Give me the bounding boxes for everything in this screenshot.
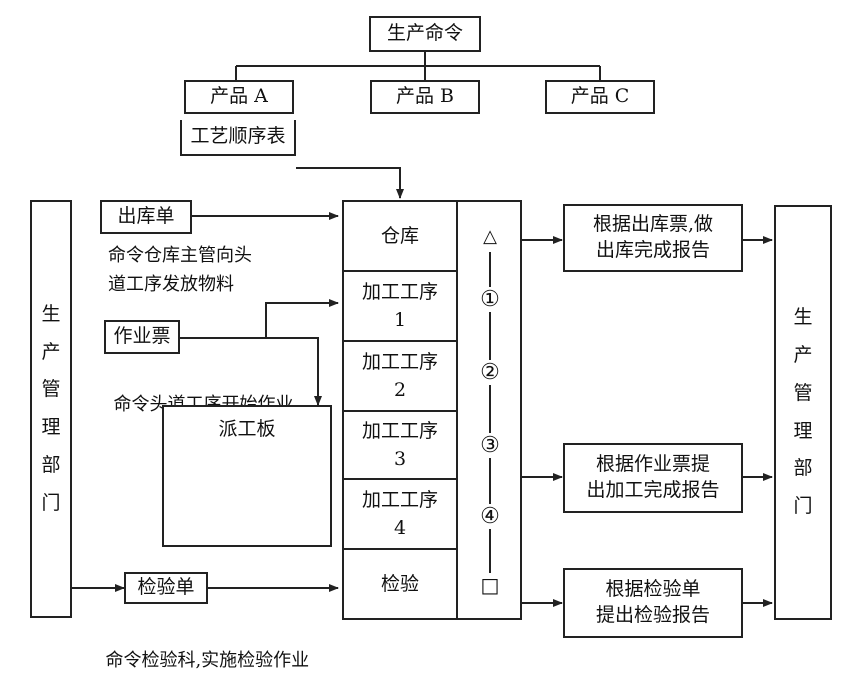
right-dept-char: 管 (793, 381, 813, 404)
inspection-report-box: 根据检验单提出检验报告 (563, 568, 743, 638)
report-line: 出加工完成报告 (586, 479, 720, 501)
right-dept-char: 部 (793, 457, 813, 480)
work-ticket-label: 作业票 (113, 325, 171, 348)
step-2-marker: ② (475, 360, 505, 385)
right-dept-char: 门 (793, 495, 813, 517)
report-line: 根据作业票提 (595, 453, 710, 476)
stage-number: 3 (393, 448, 407, 470)
stage-label: 加工工序 (361, 419, 438, 442)
right-production-dept-box: 生 产 管 理 部 门 (774, 205, 832, 620)
issue-slip-box: 出库单 (100, 200, 192, 234)
stage-label: 加工工序 (361, 280, 438, 303)
step-3-marker: ③ (475, 433, 505, 458)
step-4-marker: ④ (475, 504, 505, 529)
product-c-label: 产品 C (570, 85, 630, 108)
issue-note-line-2: 道工序发放物料 (108, 273, 234, 295)
stage-process-4: 加工工序 4 (344, 480, 456, 550)
left-production-dept-box: 生 产 管 理 部 门 (30, 200, 72, 618)
right-dept-char: 产 (793, 344, 813, 366)
left-dept-char: 门 (41, 491, 61, 514)
right-dept-char: 理 (793, 419, 813, 442)
inspection-slip-note: 命令检验科,实施检验作业 (94, 618, 309, 676)
report-line: 根据检验单 (605, 578, 701, 601)
inspection-note-line: 命令检验科,实施检验作业 (105, 649, 310, 671)
stage-inspection: 检验 (344, 550, 456, 618)
step-1-marker: ① (475, 287, 505, 312)
process-report-box: 根据作业票提出加工完成报告 (563, 443, 743, 513)
report-line: 提出检验报告 (595, 604, 710, 626)
product-c-box: 产品 C (545, 80, 655, 114)
flow-column (456, 200, 522, 620)
product-a-label: 产品 A (210, 85, 268, 108)
dispatch-board-label: 派工板 (218, 418, 276, 440)
right-dept-char: 生 (793, 306, 813, 329)
issue-note-line-1: 命令仓库主管向头 (108, 245, 252, 266)
product-b-box: 产品 B (370, 80, 480, 114)
stage-number: 1 (393, 309, 407, 331)
inspection-slip-label: 检验单 (137, 576, 195, 599)
stage-column: 仓库 加工工序 1 加工工序 2 加工工序 3 加工工序 4 检验 (342, 200, 458, 620)
stage-warehouse: 仓库 (344, 202, 456, 272)
report-line: 出库完成报告 (595, 239, 710, 261)
stage-label: 加工工序 (361, 350, 438, 373)
stage-process-1: 加工工序 1 (344, 272, 456, 342)
right-dept-text: 生 产 管 理 部 门 (776, 207, 830, 618)
process-sheet-label: 工艺顺序表 (190, 125, 286, 148)
production-command-label: 生产命令 (386, 22, 463, 45)
product-a-box: 产品 A (184, 80, 294, 114)
report-line: 根据出库票,做 (592, 213, 714, 236)
process-sheet-box: 工艺顺序表 (180, 120, 296, 156)
stage-number: 2 (393, 379, 407, 401)
left-dept-char: 管 (41, 378, 61, 401)
left-dept-char: 部 (41, 453, 61, 476)
stage-process-3: 加工工序 3 (344, 412, 456, 480)
stage-label: 检验 (380, 572, 419, 595)
issue-report-box: 根据出库票,做出库完成报告 (563, 204, 743, 272)
production-command-box: 生产命令 (369, 16, 481, 52)
stage-number: 4 (393, 517, 407, 539)
issue-slip-label: 出库单 (117, 205, 175, 228)
product-b-label: 产品 B (395, 85, 454, 108)
left-dept-char: 生 (41, 302, 61, 325)
left-dept-text: 生 产 管 理 部 门 (32, 202, 70, 616)
dispatch-board-box: 派工板 (162, 405, 332, 547)
stage-process-2: 加工工序 2 (344, 342, 456, 412)
end-square-icon: □ (475, 573, 505, 597)
left-dept-char: 理 (41, 416, 61, 438)
left-dept-char: 产 (41, 340, 61, 363)
start-triangle-icon: △ (483, 226, 497, 247)
inspection-slip-box: 检验单 (124, 572, 208, 604)
work-ticket-box: 作业票 (104, 320, 180, 354)
issue-slip-note: 命令仓库主管向头 道工序发放物料 (108, 242, 252, 300)
stage-label: 加工工序 (361, 488, 438, 511)
stage-label: 仓库 (380, 224, 419, 247)
